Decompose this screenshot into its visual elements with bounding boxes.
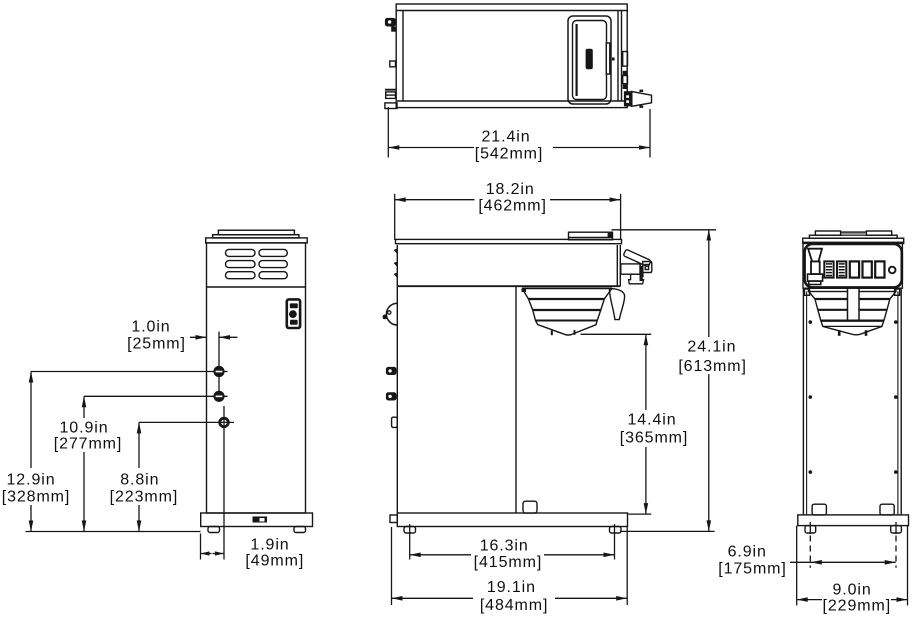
- svg-text:[277mm]: [277mm]: [54, 435, 123, 452]
- svg-text:[462mm]: [462mm]: [478, 197, 547, 214]
- svg-text:[223mm]: [223mm]: [110, 489, 179, 506]
- svg-text:6.9in: 6.9in: [728, 544, 767, 561]
- svg-text:24.1in: 24.1in: [687, 339, 736, 356]
- svg-text:[484mm]: [484mm]: [480, 597, 549, 614]
- svg-text:19.1in: 19.1in: [487, 579, 536, 596]
- svg-text:8.8in: 8.8in: [120, 472, 159, 489]
- svg-text:16.3in: 16.3in: [480, 537, 529, 554]
- svg-text:1.0in: 1.0in: [131, 319, 170, 336]
- svg-text:1.9in: 1.9in: [250, 536, 289, 553]
- svg-text:18.2in: 18.2in: [486, 181, 535, 198]
- svg-text:14.4in: 14.4in: [628, 412, 677, 429]
- svg-text:21.4in: 21.4in: [482, 128, 531, 145]
- svg-text:9.0in: 9.0in: [832, 581, 871, 598]
- svg-text:[415mm]: [415mm]: [474, 554, 543, 571]
- svg-text:[175mm]: [175mm]: [718, 561, 787, 578]
- svg-text:[365mm]: [365mm]: [620, 430, 689, 447]
- svg-text:[613mm]: [613mm]: [678, 358, 747, 375]
- svg-text:[229mm]: [229mm]: [823, 597, 892, 614]
- svg-text:[49mm]: [49mm]: [245, 552, 304, 569]
- svg-text:[328mm]: [328mm]: [2, 489, 71, 506]
- svg-text:10.9in: 10.9in: [60, 419, 109, 436]
- svg-text:[25mm]: [25mm]: [127, 335, 186, 352]
- svg-text:[542mm]: [542mm]: [475, 145, 544, 162]
- svg-text:12.9in: 12.9in: [7, 472, 56, 489]
